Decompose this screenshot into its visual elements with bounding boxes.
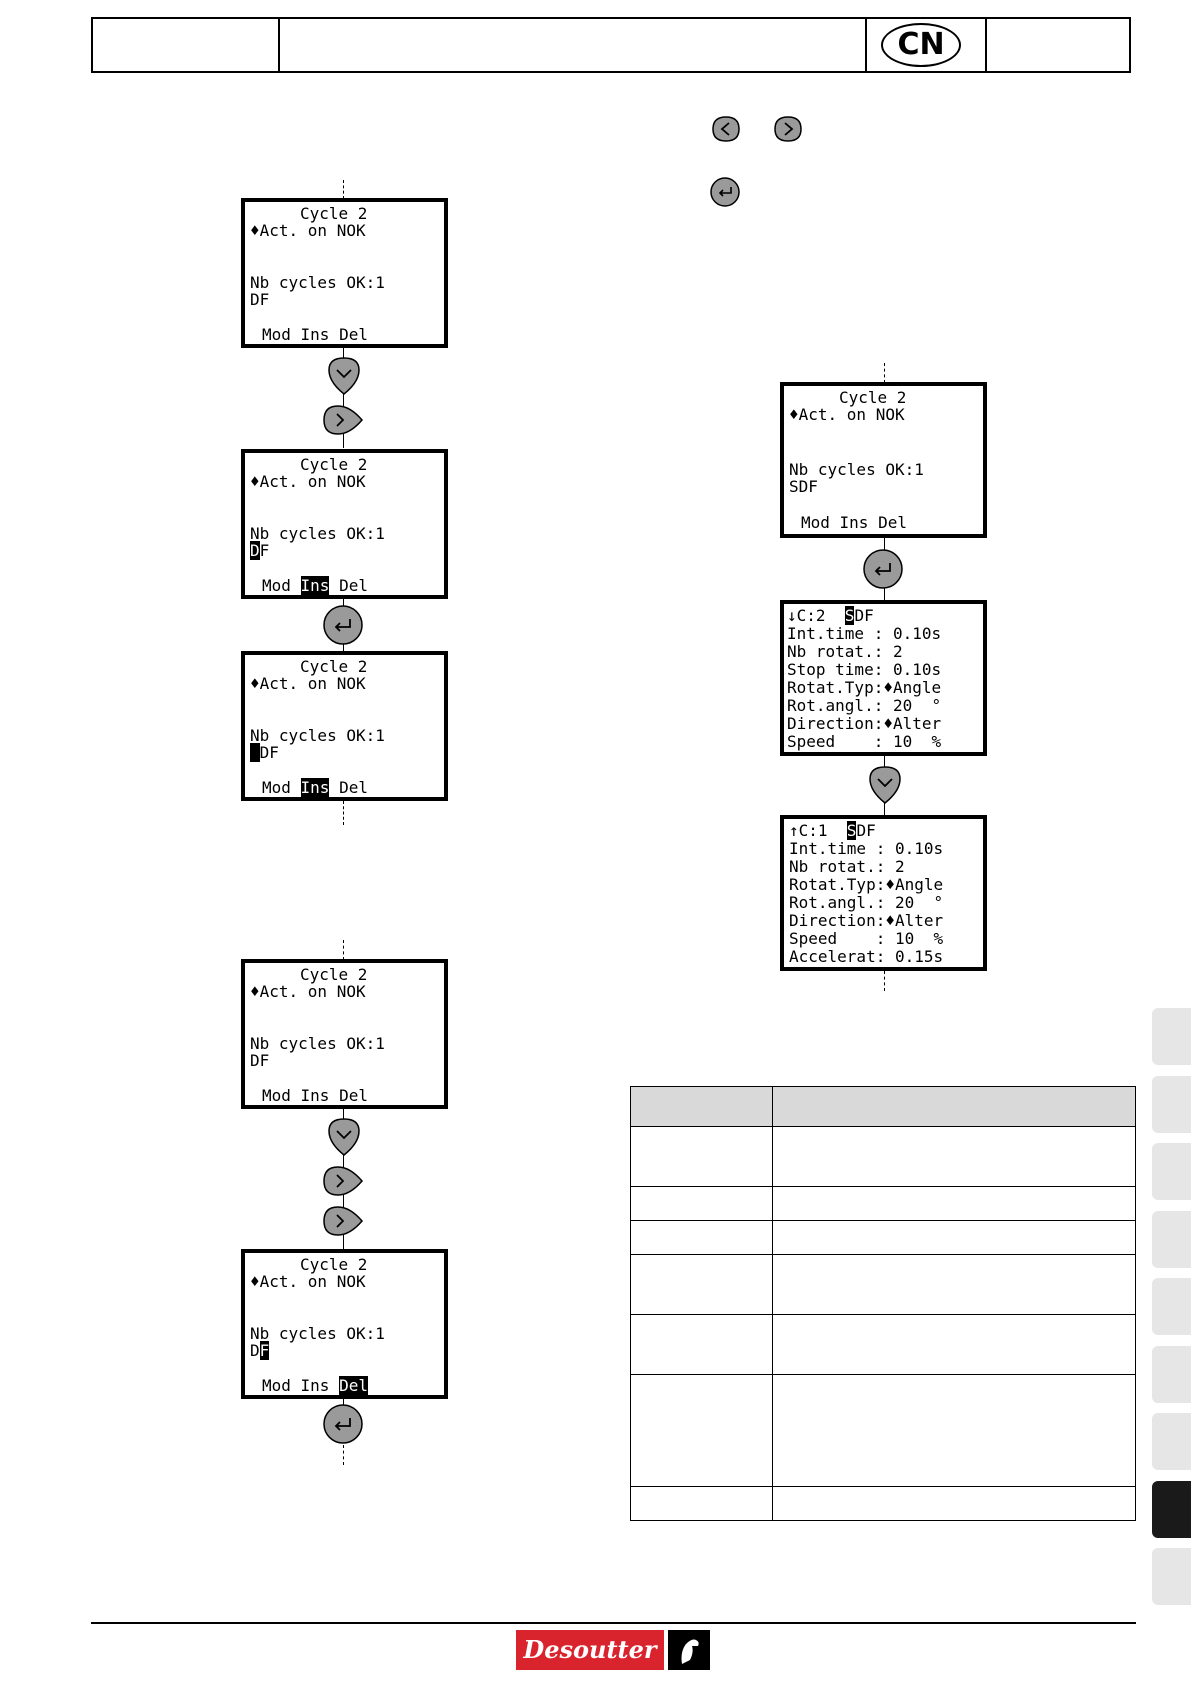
lcd-screen-cycle-del-selected: Cycle 2 ♦Act. on NOK Nb cycles OK:1 DF M… bbox=[241, 1249, 448, 1399]
flow-connector bbox=[343, 940, 344, 960]
parameter-table bbox=[630, 1086, 1136, 1521]
flow-connector bbox=[884, 363, 885, 383]
table-row bbox=[630, 1254, 1136, 1315]
table-row bbox=[630, 1486, 1136, 1521]
table-row bbox=[630, 1126, 1136, 1187]
svg-text:Desoutter: Desoutter bbox=[522, 1635, 658, 1664]
section-tab[interactable] bbox=[1152, 1480, 1191, 1538]
down-arrow-button-icon bbox=[328, 1118, 360, 1156]
table-row bbox=[630, 1374, 1136, 1487]
language-badge: CN bbox=[881, 23, 961, 67]
enter-button-icon bbox=[863, 549, 903, 589]
lcd-screen-step-1: ↑C:1 SDF Int.time : 0.10s Nb rotat.: 2 R… bbox=[780, 815, 987, 971]
page-header bbox=[91, 17, 1131, 73]
down-arrow-button-icon bbox=[328, 357, 360, 395]
table-row bbox=[630, 1220, 1136, 1255]
flow-connector bbox=[343, 1445, 344, 1465]
lcd-screen-cycle-inserted: Cycle 2 ♦Act. on NOK Nb cycles OK:1 DF M… bbox=[241, 651, 448, 801]
enter-button-icon bbox=[710, 177, 740, 207]
enter-button-icon bbox=[323, 1404, 363, 1444]
down-arrow-button-icon bbox=[869, 766, 901, 804]
enter-button-icon bbox=[323, 605, 363, 645]
left-arrow-button-icon bbox=[712, 116, 740, 142]
section-tab[interactable] bbox=[1152, 1075, 1191, 1133]
flow-connector bbox=[343, 801, 344, 825]
table-header-cell bbox=[630, 1086, 773, 1127]
lcd-screen-cycle-sdf: Cycle 2 ♦Act. on NOK Nb cycles OK:1 SDF … bbox=[780, 382, 987, 538]
section-tab[interactable] bbox=[1152, 1210, 1191, 1268]
lcd-screen-cycle: Cycle 2 ♦Act. on NOK Nb cycles OK:1 DF M… bbox=[241, 198, 448, 348]
section-tab[interactable] bbox=[1152, 1345, 1191, 1403]
section-tab[interactable] bbox=[1152, 1143, 1191, 1200]
table-row bbox=[630, 1186, 1136, 1221]
lcd-screen-cycle: Cycle 2 ♦Act. on NOK Nb cycles OK:1 DF M… bbox=[241, 959, 448, 1109]
section-tab[interactable] bbox=[1152, 1548, 1191, 1605]
lcd-screen-step-2: ↓C:2 SDF Int.time : 0.10s Nb rotat.: 2 S… bbox=[780, 600, 987, 756]
right-arrow-button-icon bbox=[323, 405, 363, 435]
footer-rule bbox=[91, 1622, 1136, 1624]
section-tab[interactable] bbox=[1152, 1413, 1191, 1470]
section-tab[interactable] bbox=[1152, 1008, 1191, 1065]
lcd-screen-cycle-ins-selected: Cycle 2 ♦Act. on NOK Nb cycles OK:1 DF M… bbox=[241, 449, 448, 599]
flow-connector bbox=[884, 971, 885, 991]
flow-connector bbox=[343, 348, 344, 448]
right-arrow-button-icon bbox=[323, 1206, 363, 1236]
flow-connector bbox=[343, 180, 344, 199]
right-arrow-button-icon bbox=[774, 116, 802, 142]
section-tab[interactable] bbox=[1152, 1278, 1191, 1335]
table-header-cell bbox=[772, 1086, 1136, 1127]
table-row bbox=[630, 1314, 1136, 1375]
right-arrow-button-icon bbox=[323, 1166, 363, 1196]
desoutter-logo: Desoutter bbox=[516, 1630, 710, 1670]
